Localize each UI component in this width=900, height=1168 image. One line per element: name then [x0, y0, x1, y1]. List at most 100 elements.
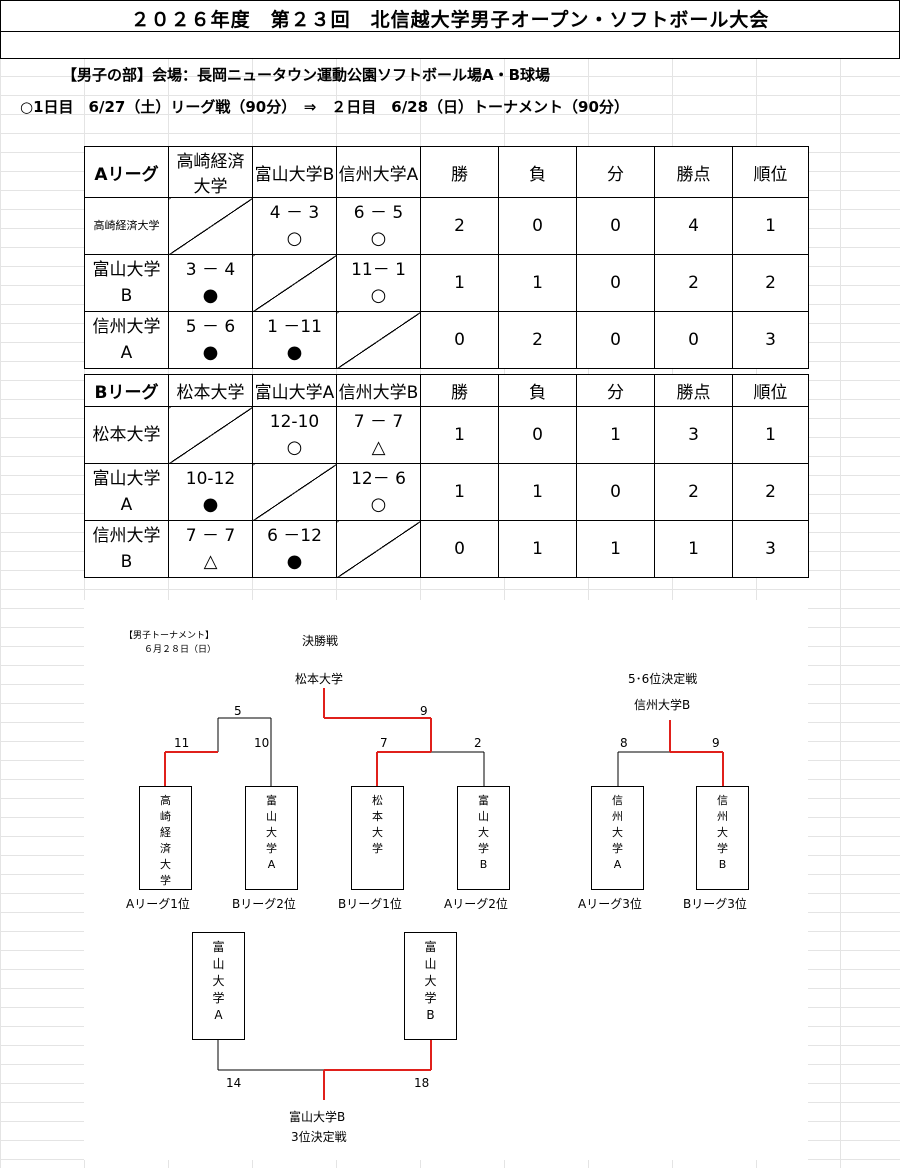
points-cell: 2: [654, 463, 733, 521]
losses-cell: 0: [498, 406, 577, 464]
match-cell: 11－ 1○: [336, 254, 421, 312]
losses-cell: 1: [498, 254, 577, 312]
rank-cell: 3: [732, 520, 809, 578]
page-title: ２０２６年度 第２３回 北信越大学男子オープン・ソフトボール大会: [130, 9, 770, 31]
col-head-points: 勝点: [654, 146, 733, 198]
col-head-draws: 分: [576, 146, 655, 198]
losses-cell: 2: [498, 311, 577, 369]
title-divider: [1, 31, 899, 32]
qf-score: 10: [254, 736, 270, 750]
col-head-wins: 勝: [420, 146, 499, 198]
seed-label: Bリーグ1位: [338, 897, 402, 911]
qf-score: 2: [474, 736, 482, 750]
diagonal-cell: [336, 520, 421, 578]
wins-cell: 1: [420, 463, 499, 521]
team-box: 高崎経済大学: [139, 786, 192, 890]
match-cell: 12-10○: [252, 406, 337, 464]
rank-cell: 1: [732, 406, 809, 464]
match-cell: 7 － 7△: [168, 520, 253, 578]
wins-cell: 1: [420, 254, 499, 312]
team-box: 松本大学: [351, 786, 404, 890]
draws-cell: 1: [576, 520, 655, 578]
diagonal-cell: [336, 311, 421, 369]
draws-cell: 0: [576, 254, 655, 312]
match-cell: 5 － 6●: [168, 311, 253, 369]
col-head-losses: 負: [498, 146, 577, 198]
col-head-draws: 分: [576, 374, 655, 407]
match-cell: 12－ 6○: [336, 463, 421, 521]
points-cell: 4: [654, 197, 733, 255]
draws-cell: 0: [576, 463, 655, 521]
col-head-losses: 負: [498, 374, 577, 407]
venue-text: 【男子の部】会場：長岡ニュータウン運動公園ソフトボール場A・B球場: [62, 66, 551, 84]
wins-cell: 0: [420, 520, 499, 578]
league-a-table: Aリーグ 高崎経済大学 富山大学B 信州大学A 勝 負 分 勝点 順位 高崎経済…: [84, 146, 809, 369]
third-score: 18: [414, 1076, 430, 1090]
third-place-winner: 富山大学B: [289, 1110, 346, 1124]
losses-cell: 0: [498, 197, 577, 255]
team-name: 松本大学: [84, 406, 169, 464]
fifth-place-winner: 信州大学B: [634, 698, 691, 712]
match-cell: 7 － 7△: [336, 406, 421, 464]
losses-cell: 1: [498, 463, 577, 521]
match-cell: 6 －12●: [252, 520, 337, 578]
qf-score: 7: [380, 736, 388, 750]
wins-cell: 2: [420, 197, 499, 255]
team-name: 高崎経済大学: [84, 197, 169, 255]
seed-label: Aリーグ3位: [578, 897, 642, 911]
schedule-text: ○1日目 6/27（土）リーグ戦（90分） ⇒ ２日目 6/28（日）トーナメン…: [20, 98, 629, 116]
seed-label: Aリーグ1位: [126, 897, 190, 911]
tournament-bracket: 【男子トーナメント】 ６月２８日（日） 決勝戦 松本大学 5 9 11 10 7…: [84, 600, 808, 1160]
tournament-date: ６月２８日（日）: [144, 645, 217, 655]
col-head: 高崎経済大学: [168, 146, 253, 198]
match-cell: 10-12●: [168, 463, 253, 521]
third-place-label: 3位決定戦: [291, 1130, 347, 1144]
table-row: 松本大学 12-10○ 7 － 7△ 1 0 1 3 1: [84, 406, 809, 464]
league-b-label: Bリーグ: [84, 374, 169, 407]
rank-cell: 3: [732, 311, 809, 369]
match-cell: 6 － 5○: [336, 197, 421, 255]
match-cell: 4 － 3○: [252, 197, 337, 255]
col-head-rank: 順位: [732, 374, 809, 407]
points-cell: 1: [654, 520, 733, 578]
champion-name: 松本大学: [295, 672, 344, 686]
losses-cell: 1: [498, 520, 577, 578]
qf-score: 11: [174, 736, 190, 750]
diagonal-cell: [252, 463, 337, 521]
seed-label: Bリーグ3位: [683, 897, 747, 911]
rank-cell: 2: [732, 463, 809, 521]
title-box: ２０２６年度 第２３回 北信越大学男子オープン・ソフトボール大会: [0, 0, 900, 59]
col-head: 信州大学A: [336, 146, 421, 198]
col-head: 信州大学B: [336, 374, 421, 407]
tournament-heading: 【男子トーナメント】: [124, 631, 215, 641]
seed-label: Aリーグ2位: [444, 897, 508, 911]
fifth-score: 8: [620, 736, 628, 750]
semi-score-right: 9: [420, 704, 428, 718]
points-cell: 2: [654, 254, 733, 312]
final-label: 決勝戦: [302, 634, 339, 648]
semi-score-left: 5: [234, 704, 242, 718]
table-row: 高崎経済大学 4 － 3○ 6 － 5○ 2 0 0 4 1: [84, 197, 809, 255]
col-head-points: 勝点: [654, 374, 733, 407]
fifth-score: 9: [712, 736, 720, 750]
col-head-wins: 勝: [420, 374, 499, 407]
wins-cell: 1: [420, 406, 499, 464]
league-a-label: Aリーグ: [84, 146, 169, 198]
points-cell: 3: [654, 406, 733, 464]
fifth-place-label: 5･6位決定戦: [628, 672, 698, 686]
draws-cell: 1: [576, 406, 655, 464]
